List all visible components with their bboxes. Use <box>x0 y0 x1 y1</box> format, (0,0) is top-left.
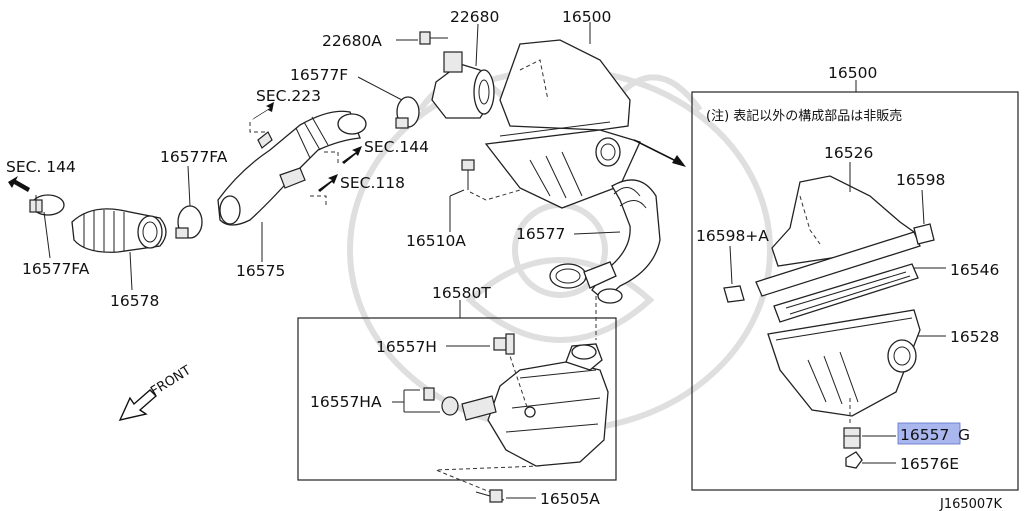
label-16598A: 16598+A <box>696 227 769 245</box>
label-16557HA: 16557HA <box>310 393 382 411</box>
clip-16576E <box>845 451 863 469</box>
label-16505A: 16505A <box>540 490 600 508</box>
label-16500-top: 16500 <box>562 8 611 26</box>
label-16577FA-bottom: 16577FA <box>22 260 90 278</box>
screw-22680A <box>419 31 448 45</box>
arrow-sec118-icon <box>318 174 338 192</box>
filter-element-16546 <box>773 263 919 323</box>
label-16577FA-top: 16577FA <box>160 148 228 166</box>
label-16510A: 16510A <box>406 232 466 250</box>
label-16526: 16526 <box>824 144 873 162</box>
clamp-16577FA-center <box>175 205 203 239</box>
label-16546: 16546 <box>950 261 999 279</box>
clamp-16577F <box>395 96 420 129</box>
bolt-16505A <box>475 489 505 503</box>
clamp-16577FA-left <box>29 194 65 216</box>
drawing-code: J165007K <box>939 497 1002 511</box>
label-16557G-suffix: G <box>958 426 970 444</box>
arrow-sec223-icon <box>252 102 274 120</box>
label-22680A: 22680A <box>322 32 382 50</box>
label-16577F: 16577F <box>290 66 348 84</box>
hose-16575 <box>217 110 367 226</box>
label-22680: 22680 <box>450 8 499 26</box>
label-16557H: 16557H <box>376 338 437 356</box>
upper-cover-16526 <box>755 175 921 297</box>
hose-16577 <box>549 179 661 304</box>
front-label: FRONT <box>148 363 194 399</box>
label-16500-right: 16500 <box>828 64 877 82</box>
grommet-16557G <box>843 427 861 449</box>
highlight-16557G[interactable] <box>897 422 961 445</box>
label-16575: 16575 <box>236 262 285 280</box>
box-assembly-detail <box>691 91 1019 491</box>
lower-case-16528 <box>767 309 921 426</box>
arrow-to-detail-icon <box>633 139 686 167</box>
box-reservoir-group <box>297 317 617 481</box>
label-16577: 16577 <box>516 225 565 243</box>
grommet-16557HA <box>423 387 459 416</box>
sensor-22680 <box>431 51 495 119</box>
label-16580T: 16580T <box>432 284 491 302</box>
grommet-16557H <box>493 333 515 355</box>
resonator-tank <box>461 343 609 467</box>
label-16557G[interactable]: 16557 <box>900 426 949 444</box>
bellows-duct-16578 <box>71 208 167 253</box>
label-16598: 16598 <box>896 171 945 189</box>
air-cleaner-16500 <box>484 39 641 209</box>
clip-16598 <box>913 223 935 245</box>
arrow-sec144-mid-icon <box>342 146 362 164</box>
label-16576E: 16576E <box>900 455 959 473</box>
sec118-label: SEC.118 <box>340 174 405 192</box>
label-16528: 16528 <box>950 328 999 346</box>
label-16578: 16578 <box>110 292 159 310</box>
arrow-sec144-left-icon <box>8 176 30 192</box>
front-arrow-icon <box>118 389 158 422</box>
sec144-left-label: SEC. 144 <box>6 158 76 176</box>
bolt-16510A <box>461 159 475 190</box>
sec144-mid-label: SEC.144 <box>364 138 429 156</box>
sec223-label: SEC.223 <box>256 87 321 105</box>
note-text: (注) 表記以外の構成部品は非販売 <box>706 108 902 124</box>
clip-16598A <box>723 285 745 303</box>
